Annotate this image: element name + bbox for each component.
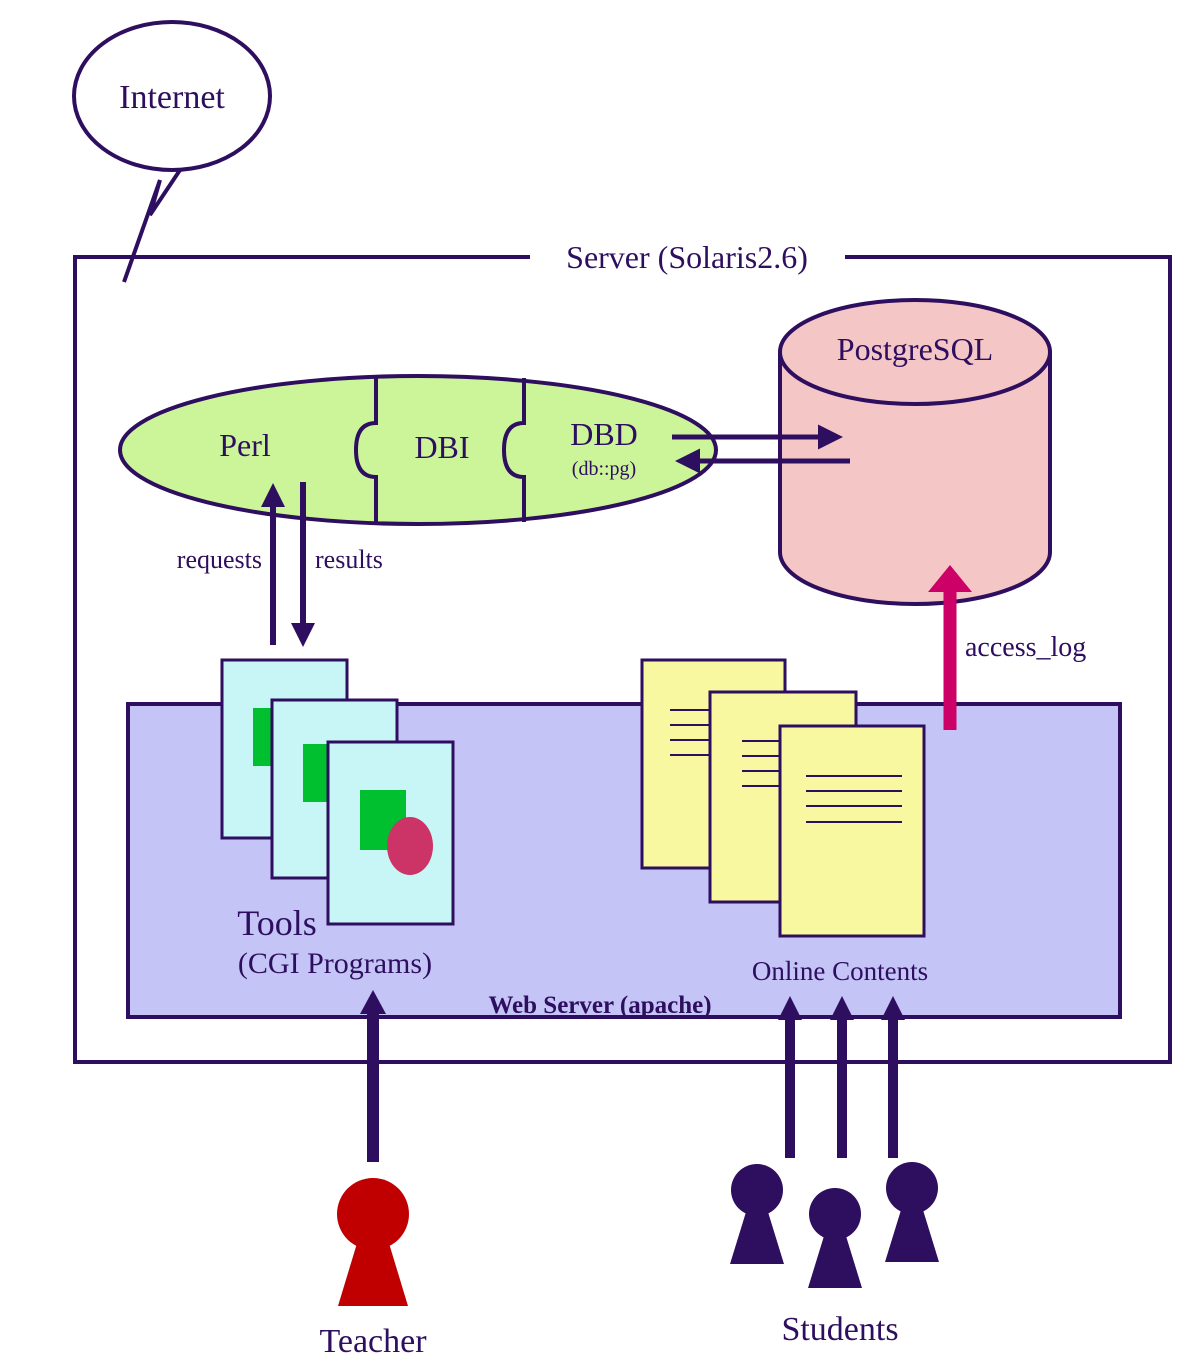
content-page [778, 724, 926, 938]
student-figure [730, 1164, 784, 1264]
teacher-label: Teacher [319, 1323, 427, 1360]
server-frame: Server (Solaris2.6) [73, 239, 1172, 1064]
dbd-sub-label: (db::pg) [572, 458, 636, 480]
tools-title: Tools [237, 903, 317, 943]
perl-label: Perl [219, 427, 271, 463]
internet-label: Internet [119, 79, 225, 116]
dbi-connector-right [501, 378, 526, 522]
postgresql-label: PostgreSQL [837, 331, 993, 367]
teacher-figure [337, 1178, 409, 1306]
dbi-connector-left [353, 378, 378, 522]
cgi-page [326, 740, 455, 926]
student-figure [808, 1188, 862, 1288]
cgi-program-pages [220, 658, 455, 926]
magenta-circle [387, 817, 433, 875]
web-server-label: Web Server (apache) [488, 992, 711, 1019]
online-contents-label: Online Contents [752, 956, 928, 986]
dbd-label: DBD [570, 416, 638, 452]
student-figure [885, 1162, 939, 1262]
postgresql-database: PostgreSQL [778, 298, 1052, 606]
access-log-arrowhead [928, 565, 972, 592]
internet-link [122, 168, 182, 283]
requests-label: requests [177, 545, 262, 574]
online-content-pages [640, 658, 926, 938]
results-label: results [315, 545, 383, 574]
internet-node: Internet [72, 20, 272, 172]
tools-subtitle: (CGI Programs) [238, 947, 432, 980]
web-server-box: Web Server (apache) [126, 702, 1122, 1019]
teacher-arrowhead [360, 990, 386, 1014]
student-arrows [778, 996, 905, 1158]
server-label: Server (Solaris2.6) [566, 239, 808, 275]
students-label: Students [781, 1311, 898, 1348]
perl-dbi-dbd-chain: Perl DBI DBD (db::pg) [118, 374, 718, 526]
dbi-label: DBI [414, 429, 469, 465]
access-log-label: access_log [965, 632, 1086, 663]
